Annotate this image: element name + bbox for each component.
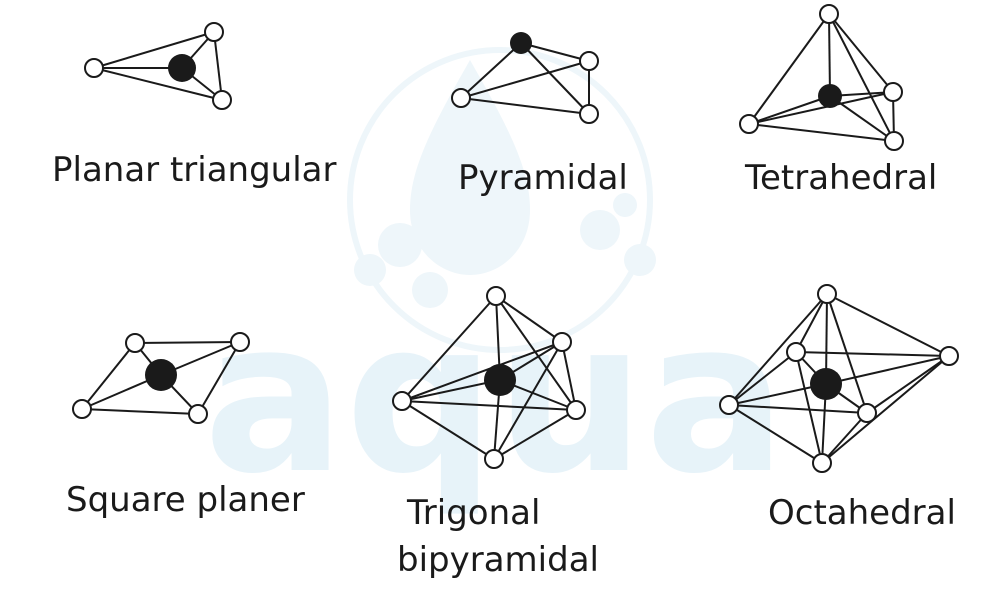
pyramidal-ligand-atom [579, 104, 599, 124]
octahedral-bond-line [826, 293, 950, 357]
planar-triangular-bond-line [213, 31, 223, 101]
label-planar-triangular: Planar triangular [52, 150, 337, 190]
planar-triangular-ligand-atom [212, 90, 232, 110]
pyramidal-bond-line [460, 42, 522, 99]
square-planer-ligand-atom [72, 399, 92, 419]
trigonal-bipyramidal-bond-line [401, 295, 497, 402]
label-pyramidal: Pyramidal [458, 158, 628, 198]
trigonal-bipyramidal-ligand-atom [484, 449, 504, 469]
octahedral-bond-line [728, 404, 823, 464]
trigonal-bipyramidal-bond-line [401, 379, 501, 402]
pyramidal-bond-line [520, 42, 590, 62]
square-planer-bond-line [81, 408, 199, 415]
planar-triangular-ligand-atom [204, 22, 224, 42]
label-octahedral: Octahedral [768, 493, 956, 533]
trigonal-bipyramidal-bond-line [493, 341, 563, 460]
tetrahedral-bond-line [829, 95, 895, 142]
tetrahedral-ligand-atom [819, 4, 839, 24]
trigonal-bipyramidal-ligand-atom [486, 286, 506, 306]
octahedral-bond-line [825, 355, 950, 385]
label-trigonal-bipyramidal-line2: bipyramidal [397, 540, 599, 580]
trigonal-bipyramidal-central-atom [484, 364, 516, 396]
square-planer-ligand-atom [125, 333, 145, 353]
tetrahedral-bond-line [828, 13, 894, 93]
tetrahedral-bond-line [748, 91, 894, 125]
pyramidal-bond-line [520, 42, 590, 115]
octahedral-ligand-atom [719, 395, 739, 415]
planar-triangular-central-atom [168, 54, 196, 82]
trigonal-bipyramidal-ligand-atom [552, 332, 572, 352]
tetrahedral-bond-line [748, 123, 895, 142]
pyramidal-ligand-atom [579, 51, 599, 71]
tetrahedral-central-atom [818, 84, 842, 108]
square-planer-bond-line [134, 341, 241, 344]
octahedral-bond-line [728, 404, 868, 414]
square-planer-ligand-atom [230, 332, 250, 352]
octahedral-ligand-atom [786, 342, 806, 362]
trigonal-bipyramidal-bond-line [561, 341, 577, 411]
octahedral-bond-line [728, 351, 797, 406]
tetrahedral-bond-line [828, 13, 831, 97]
label-trigonal-bipyramidal-line1: Trigonal [407, 493, 541, 533]
pyramidal-bond-line [460, 60, 590, 99]
pyramidal-bond-line [460, 97, 590, 115]
octahedral-ligand-atom [939, 346, 959, 366]
label-tetrahedral: Tetrahedral [745, 158, 938, 198]
octahedral-bond-line [866, 355, 950, 414]
octahedral-bond-line [795, 351, 950, 357]
square-planer-bond-line [81, 342, 136, 410]
pyramidal-central-atom [510, 32, 532, 54]
octahedral-central-atom [810, 368, 842, 400]
square-planer-central-atom [145, 359, 177, 391]
planar-triangular-bond-line [93, 67, 223, 101]
tetrahedral-ligand-atom [884, 131, 904, 151]
trigonal-bipyramidal-bond-line [493, 409, 577, 460]
octahedral-ligand-atom [812, 453, 832, 473]
octahedral-ligand-atom [817, 284, 837, 304]
tetrahedral-ligand-atom [883, 82, 903, 102]
tetrahedral-bond-line [828, 13, 895, 142]
tetrahedral-bond-line [748, 13, 830, 125]
planar-triangular-ligand-atom [84, 58, 104, 78]
trigonal-bipyramidal-bond-line [495, 295, 577, 411]
octahedral-bond-line [728, 383, 827, 406]
pyramidal-ligand-atom [451, 88, 471, 108]
trigonal-bipyramidal-ligand-atom [392, 391, 412, 411]
octahedral-bond-line [795, 293, 828, 353]
trigonal-bipyramidal-bond-line [401, 400, 495, 460]
trigonal-bipyramidal-bond-line [401, 341, 563, 402]
square-planer-ligand-atom [188, 404, 208, 424]
trigonal-bipyramidal-ligand-atom [566, 400, 586, 420]
label-square-planer: Square planer [66, 480, 305, 520]
tetrahedral-bond-line [748, 95, 831, 125]
square-planer-bond-line [197, 341, 241, 415]
trigonal-bipyramidal-bond-line [495, 295, 563, 343]
octahedral-bond-line [821, 412, 868, 464]
octahedral-ligand-atom [857, 403, 877, 423]
octahedral-bond-line [795, 351, 823, 464]
trigonal-bipyramidal-bond-line [401, 400, 577, 411]
octahedral-bond-line [728, 293, 828, 406]
tetrahedral-ligand-atom [739, 114, 759, 134]
octahedral-bond-line [821, 355, 950, 464]
planar-triangular-bond-line [93, 31, 215, 69]
